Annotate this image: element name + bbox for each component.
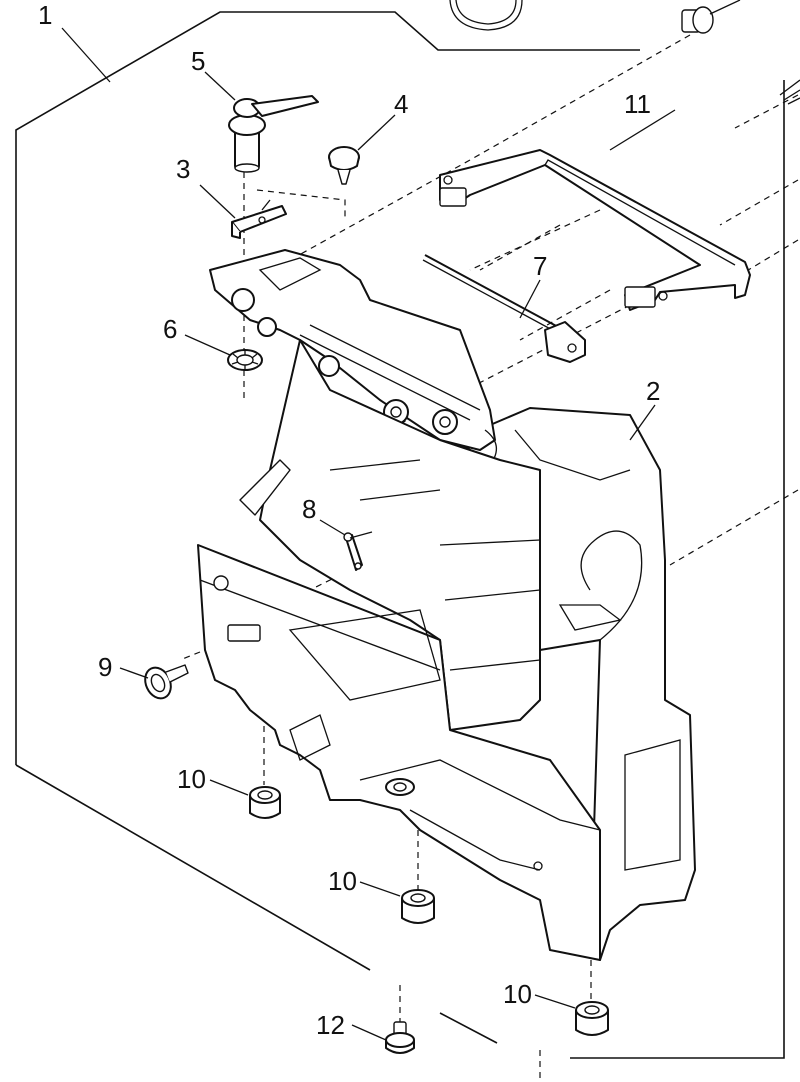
lower-base <box>197 544 601 961</box>
part-10-foot-b <box>401 889 435 924</box>
callout-6: 6 <box>163 314 177 344</box>
callout-7: 7 <box>533 251 547 281</box>
callout-1: 1 <box>38 0 52 30</box>
screw-top-right <box>681 0 741 34</box>
part-11-handle <box>439 149 751 311</box>
inner-box <box>239 339 541 731</box>
callout-3: 3 <box>176 154 190 184</box>
part-7-rod <box>422 254 586 363</box>
callout-12: 12 <box>316 1010 345 1040</box>
callout-10-b: 10 <box>328 866 357 896</box>
callout-leaders <box>119 71 676 1041</box>
top-mechanism <box>209 249 497 466</box>
callout-9: 9 <box>98 652 112 682</box>
part-8-pin <box>343 531 373 571</box>
part-6-washer <box>227 349 263 371</box>
assembly-frame <box>15 11 785 1059</box>
part-10-foot-c <box>575 1001 609 1036</box>
part-9-thumb-screw <box>144 664 189 700</box>
part-10-foot-a <box>249 786 281 819</box>
callout-11: 11 <box>624 89 651 119</box>
part-12-screw <box>385 1021 415 1054</box>
callout-10-a: 10 <box>177 764 206 794</box>
callout-labels: 1 2 3 4 5 6 7 8 9 10 10 10 11 12 <box>38 0 660 1040</box>
callout-2: 2 <box>646 376 660 406</box>
callout-10-c: 10 <box>503 979 532 1009</box>
callout-8: 8 <box>302 494 316 524</box>
part-3-bracket <box>231 199 287 239</box>
screw-right-edge <box>779 79 800 105</box>
callout-4: 4 <box>394 89 408 119</box>
callout-5: 5 <box>191 46 205 76</box>
part-4-knob <box>328 146 360 185</box>
ring-part <box>449 0 523 31</box>
part-5-pivot-lever <box>228 95 319 173</box>
